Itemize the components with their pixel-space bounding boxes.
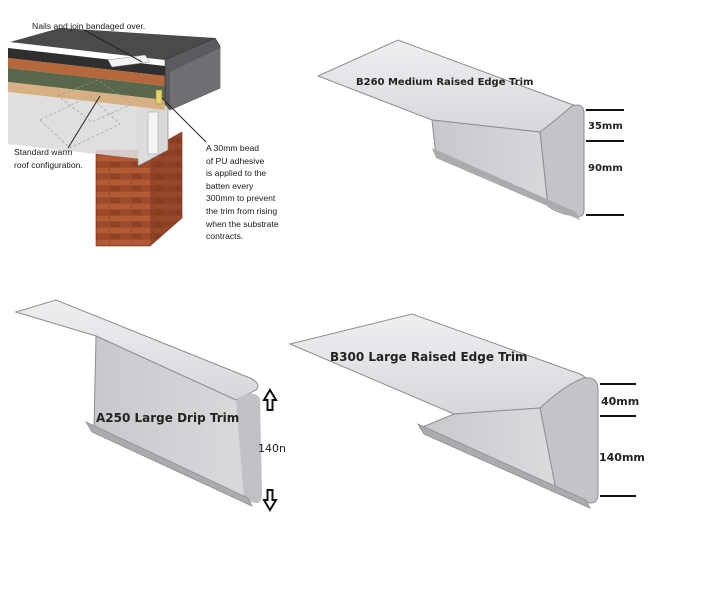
label-nails-bandaged: Nails and join bandaged over. <box>32 21 146 31</box>
a250-dim: 140n <box>258 442 286 455</box>
guide-box-left <box>39 95 121 149</box>
trim-b300-illustration <box>288 313 636 509</box>
trim-a250-illustration <box>14 299 278 512</box>
roof-membrane <box>8 48 165 76</box>
fascia-highlight <box>147 111 159 155</box>
b300-nose <box>539 377 599 504</box>
timber-batten <box>8 58 165 86</box>
adhesive-note-line-7: when the substrate <box>206 218 279 229</box>
a250-title: A250 Large Drip Trim <box>96 411 240 425</box>
label-warm-roof-line-2: roof configuration. <box>14 159 83 170</box>
b300-title: B300 Large Raised Edge Trim <box>330 350 528 364</box>
guide-box-center <box>57 79 133 123</box>
adhesive-note-line-6: the trim from rising <box>206 205 278 216</box>
a250-drip <box>84 421 253 507</box>
label-adhesive-note: A 30mm bead of PU adhesive is applied to… <box>206 142 279 243</box>
b260-dim-lower: 90mm <box>588 163 623 174</box>
b300-dim-lower: 140mm <box>599 451 645 464</box>
b260-title: B260 Medium Raised Edge Trim <box>356 77 534 88</box>
adhesive-note-line-5: 300mm to prevent <box>206 193 276 204</box>
adhesive-bead <box>155 89 163 105</box>
trim-b260-illustration <box>316 39 624 220</box>
b260-drip <box>432 148 580 220</box>
pointer-adhesive <box>161 97 207 143</box>
roof-deck-top <box>10 28 215 60</box>
label-warm-roof-line-1: Standard warm <box>14 147 73 157</box>
deck-board <box>8 82 165 110</box>
b260-nose <box>539 104 585 217</box>
adhesive-note-line-2: of PU adhesive <box>206 155 265 166</box>
joist <box>8 92 150 160</box>
a250-arrow-up <box>262 388 278 411</box>
pointer-warm-roof <box>67 95 101 149</box>
adhesive-note-line-8: contracts. <box>206 231 244 242</box>
b300-drip <box>416 423 591 509</box>
brick-wall-side <box>150 132 182 246</box>
roof-detail-illustration <box>8 28 221 247</box>
adhesive-note-line-3: is applied to the <box>206 168 267 179</box>
a250-nose <box>236 393 262 503</box>
pointer-nails <box>83 29 143 63</box>
insulation-layer <box>8 68 165 100</box>
b300-dim-upper: 40mm <box>601 395 640 408</box>
adhesive-note-line-1: A 30mm bead <box>206 143 260 153</box>
adhesive-note-line-4: batten every <box>206 180 254 191</box>
label-warm-roof: Standard warm roof configuration. <box>14 146 83 171</box>
edge-trim-face <box>170 48 220 110</box>
a250-arrow-down <box>262 489 278 512</box>
b300-top-plane <box>288 313 588 415</box>
b260-dim-upper: 35mm <box>588 121 623 132</box>
